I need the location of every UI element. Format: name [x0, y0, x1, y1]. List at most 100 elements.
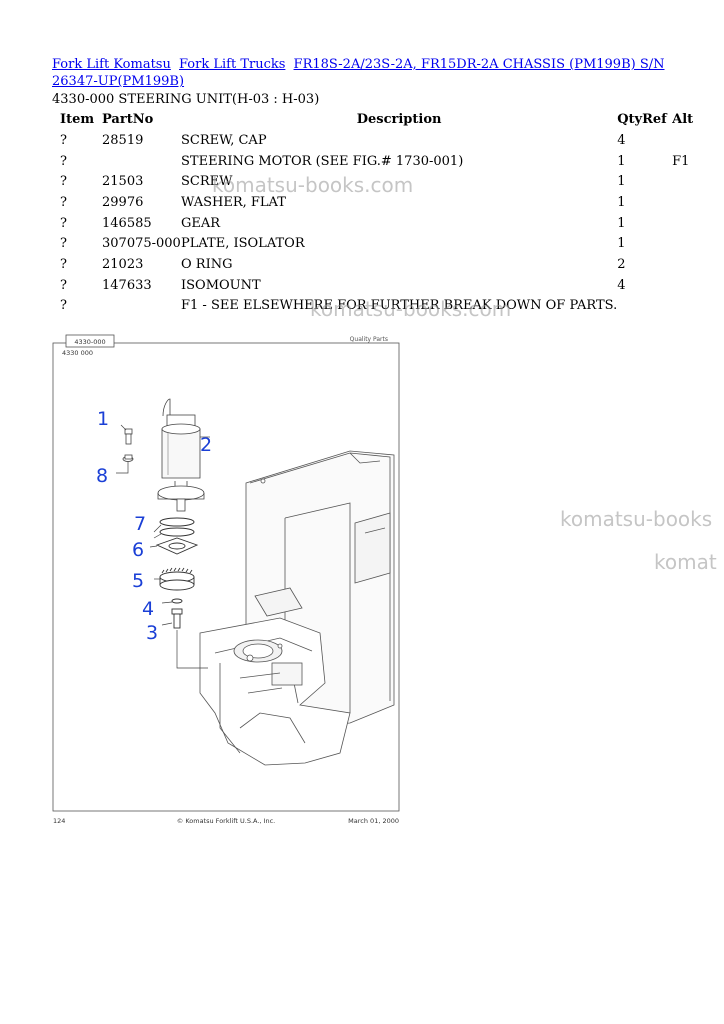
cell-partno: 29976	[102, 194, 144, 210]
cell-item: ?	[60, 194, 67, 210]
cell-ref	[642, 213, 672, 234]
cell-description: F1 - SEE ELSEWHERE FOR FURTHER BREAK DOW…	[181, 298, 618, 314]
table-row: ? 28519 SCREW, CAP 4	[52, 130, 702, 151]
cell-ref	[642, 254, 672, 275]
breadcrumb: Fork Lift Komatsu Fork Lift Trucks FR18S…	[52, 56, 672, 90]
col-header-qty: Qty	[617, 112, 643, 127]
callout-7: 7	[134, 513, 146, 535]
cell-partno: 307075-000	[102, 236, 181, 252]
cell-item: ?	[60, 132, 67, 148]
diagram-header-right: Quality Parts	[350, 336, 388, 343]
diagram-frame	[52, 342, 400, 812]
cell-alt: F1	[672, 153, 690, 169]
table-row: ? 21023 O RING 2	[52, 254, 702, 275]
diagram-footer-page: 124	[53, 817, 65, 825]
cell-partno: 21023	[102, 256, 144, 272]
col-header-alt: Alt	[672, 112, 694, 127]
cell-description: GEAR	[181, 215, 221, 231]
table-row: ? STEERING MOTOR (SEE FIG.# 1730-001) 1 …	[52, 151, 702, 172]
callout-8: 8	[96, 465, 108, 487]
cell-partno: 147633	[102, 277, 152, 293]
diagram-footer-date: March 01, 2000	[348, 817, 399, 825]
cell-alt	[672, 213, 702, 234]
cell-qty: 4	[617, 277, 626, 293]
cell-ref	[642, 151, 672, 172]
diagram-tab-label: 4330-000	[74, 338, 105, 346]
cell-qty	[617, 296, 642, 317]
col-header-description: Description	[356, 112, 442, 127]
cell-partno	[102, 151, 181, 172]
cell-description: O RING	[181, 256, 233, 272]
o-ring-drawing	[159, 517, 195, 537]
cell-description: PLATE, ISOLATOR	[181, 236, 305, 252]
breadcrumb-link-chassis[interactable]: FR18S-2A/23S-2A, FR15DR-2A CHASSIS (PM19…	[52, 57, 665, 89]
cell-description: STEERING MOTOR (SEE FIG.# 1730-001)	[181, 153, 464, 169]
table-row: ? 307075-000 PLATE, ISOLATOR 1	[52, 233, 702, 254]
watermark: komatsu-books.com	[212, 173, 414, 197]
callout-4: 4	[142, 598, 154, 620]
cell-item: ?	[60, 277, 67, 293]
table-row: ? F1 - SEE ELSEWHERE FOR FURTHER BREAK D…	[52, 296, 702, 317]
cell-ref	[642, 130, 672, 151]
cell-alt	[672, 192, 702, 213]
cell-ref	[642, 192, 672, 213]
cell-description: SCREW	[181, 174, 233, 190]
table-row: ? 147633 ISOMOUNT 4	[52, 275, 702, 296]
cell-ref	[642, 233, 672, 254]
table-row: ? 29976 WASHER, FLAT 1	[52, 192, 702, 213]
steering-motor-drawing	[157, 398, 205, 512]
cell-partno: 21503	[102, 174, 144, 190]
cell-description: ISOMOUNT	[181, 277, 261, 293]
cell-item: ?	[60, 256, 67, 272]
callout-numbers: 1 2 3 4 5 6 7 8	[96, 408, 212, 644]
isolator-plate-drawing	[155, 537, 199, 555]
cell-description: SCREW, CAP	[181, 132, 267, 148]
cell-alt	[672, 233, 702, 254]
cell-alt	[672, 275, 702, 296]
cell-item: ?	[60, 174, 67, 190]
washer-screw-drawing	[171, 598, 183, 629]
col-header-ref: Ref	[642, 112, 667, 127]
cell-item: ?	[60, 298, 67, 314]
cell-item: ?	[60, 153, 67, 169]
cell-partno	[102, 296, 181, 317]
cell-alt	[672, 296, 702, 317]
watermark: komatsu-books.com	[310, 297, 512, 321]
cell-partno: 146585	[102, 215, 152, 231]
table-header-row: Item PartNo Description Qty Ref Alt	[52, 109, 702, 130]
cell-ref	[642, 296, 672, 317]
callout-6: 6	[132, 539, 144, 561]
cell-ref	[642, 275, 672, 296]
cell-qty: 1	[617, 194, 626, 210]
callout-2: 2	[200, 434, 212, 456]
cell-alt	[672, 254, 702, 275]
cell-description: WASHER, FLAT	[181, 194, 286, 210]
diagram-tab	[65, 334, 115, 348]
watermark: komatsu-books	[560, 507, 713, 531]
cell-qty: 1	[617, 174, 626, 190]
col-header-item: Item	[60, 112, 95, 127]
col-header-partno: PartNo	[102, 112, 154, 127]
diagram-code-label: 4330 000	[62, 349, 93, 357]
leader-lines	[116, 424, 210, 669]
cell-ref	[642, 171, 672, 192]
cell-alt	[672, 130, 702, 151]
breadcrumb-link-fork-lift-komatsu[interactable]: Fork Lift Komatsu	[52, 57, 171, 72]
cell-qty: 1	[617, 215, 626, 231]
breadcrumb-link-fork-lift-trucks[interactable]: Fork Lift Trucks	[179, 57, 286, 72]
parts-table: Item PartNo Description Qty Ref Alt ? 28…	[52, 109, 702, 316]
chassis-drawing	[199, 450, 395, 766]
gear-drawing	[159, 567, 195, 591]
callout-1: 1	[97, 408, 109, 430]
cell-qty: 1	[617, 153, 626, 169]
cap-screw-drawing	[122, 428, 134, 462]
table-row: ? 21503 SCREW 1	[52, 171, 702, 192]
callout-3: 3	[146, 622, 158, 644]
cell-qty: 4	[617, 132, 626, 148]
diagram-footer-copyright: © Komatsu Forklift U.S.A., Inc.	[177, 817, 275, 825]
cell-item: ?	[60, 236, 67, 252]
cell-alt	[672, 171, 702, 192]
cell-qty: 1	[617, 236, 626, 252]
parts-diagram: 4330-000 4330 000 Quality Parts	[52, 334, 400, 825]
callout-5: 5	[132, 570, 144, 592]
